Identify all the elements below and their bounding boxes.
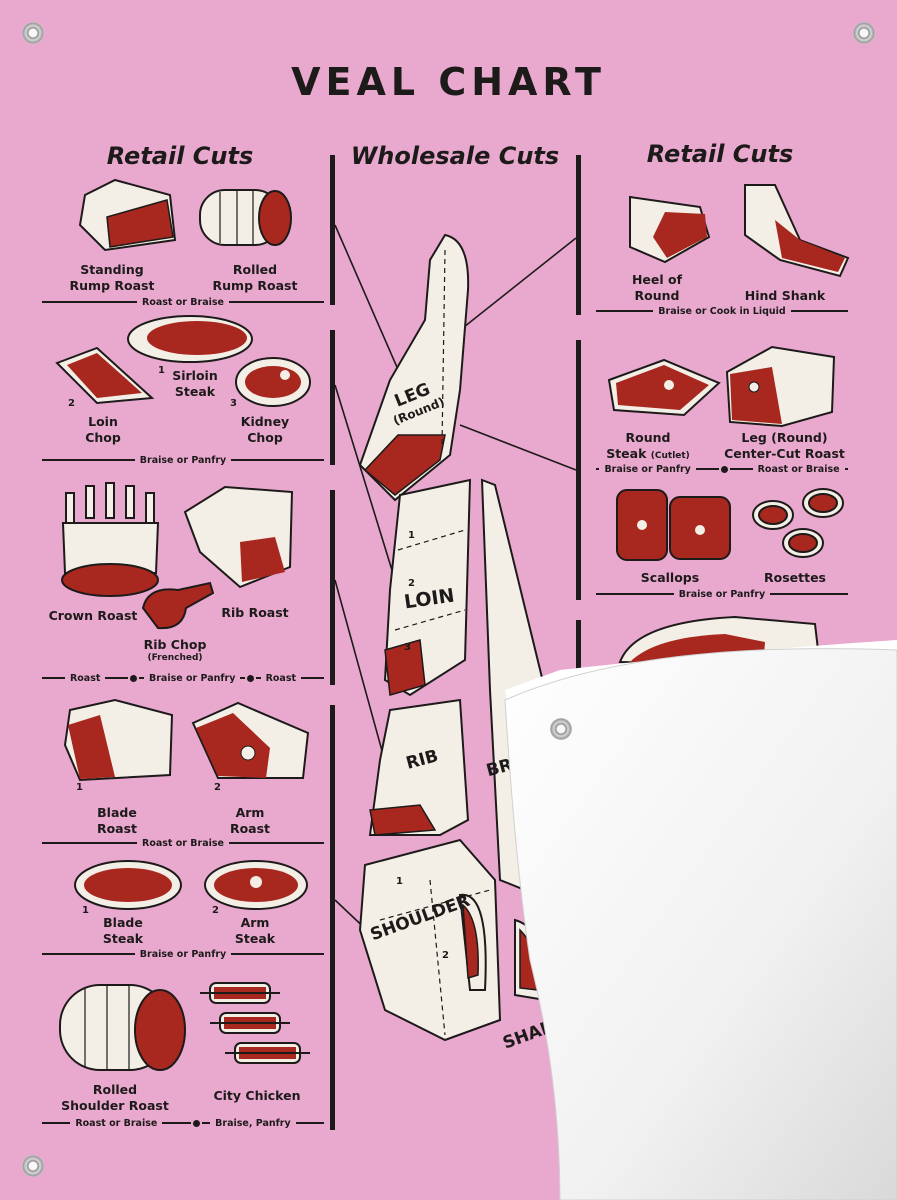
- rolled-rump-roast-illustration: [199, 189, 292, 246]
- number-blade-roast: 1: [76, 782, 83, 793]
- cut-round-steak: Round Steak (Cutlet): [583, 430, 713, 462]
- cut-heel-of-round: Heel of Round: [631, 272, 683, 303]
- cut-rosettes: Rosettes: [764, 570, 826, 585]
- divider-left-4: [330, 705, 335, 1130]
- blade-steak-illustration: [74, 860, 182, 910]
- cooking-method-final: Roast or Braise Braise, Panfry: [42, 1115, 324, 1131]
- round-steak-illustration: [607, 358, 721, 417]
- method-text: Roast or Braise: [75, 1117, 158, 1129]
- cooking-method-scallops: Braise or Panfry: [596, 586, 849, 602]
- cooking-method-rib: Roast Braise or Panfry Roast: [42, 670, 325, 686]
- number-loin-2: 2: [408, 578, 415, 589]
- divider-right-1: [576, 155, 581, 315]
- cut-rolled-shoulder-roast: Rolled Shoulder Roast: [61, 1082, 169, 1113]
- number-shoulder-2: 2: [442, 950, 449, 961]
- cut-rib-chop: Rib Chop (Frenched): [110, 637, 240, 664]
- scallops-illustration: [616, 489, 731, 561]
- rib-chop-sub: (Frenched): [147, 652, 203, 663]
- cut-city-chicken: City Chicken: [213, 1088, 301, 1103]
- grommet-bottom-left: [22, 1155, 44, 1177]
- cut-sirloin-steak: Sirloin Steak: [172, 368, 218, 399]
- cut-crown-roast: Crown Roast: [48, 608, 138, 623]
- cooking-method-rump: Roast or Braise: [42, 294, 324, 310]
- number-sirloin: 1: [158, 365, 165, 376]
- method-text: Braise, Panfry: [215, 1117, 291, 1129]
- method-text: Roast: [265, 672, 297, 684]
- method-text: Braise or Panfry: [139, 948, 227, 960]
- divider-left-1: [330, 155, 335, 305]
- rosettes-illustration: [752, 488, 844, 558]
- cut-blade-steak: Blade Steak: [102, 915, 144, 946]
- cut-arm-steak: Arm Steak: [234, 915, 276, 946]
- divider-right-3: [576, 620, 581, 680]
- number-arm-roast: 2: [214, 782, 221, 793]
- standing-rump-roast-illustration: [78, 178, 177, 252]
- cut-standing-rump-roast: Standing Rump Roast: [69, 262, 155, 293]
- cut-rib-roast: Rib Roast: [221, 605, 289, 620]
- round-steak-sub: (Cutlet): [650, 450, 690, 461]
- cut-hind-shank: Hind Shank: [744, 288, 826, 303]
- cut-rolled-rump-roast: Rolled Rump Roast: [212, 262, 298, 293]
- grommet-top-left: [22, 22, 44, 44]
- arm-steak-illustration: [204, 860, 308, 910]
- blade-roast-illustration: [63, 698, 174, 782]
- round-steak-label: Round Steak: [606, 430, 671, 461]
- arm-roast-illustration: [191, 701, 310, 779]
- loin-chop-illustration: [55, 346, 155, 405]
- number-loin-1: 1: [408, 530, 415, 541]
- sirloin-steak-illustration: [127, 315, 253, 363]
- divider-right-2: [576, 340, 581, 600]
- rib-roast-illustration: [183, 485, 294, 589]
- method-text: Roast or Braise: [142, 296, 224, 308]
- grommet-curl: [550, 718, 572, 740]
- number-kidney-chop: 3: [230, 398, 237, 409]
- cooking-method-loin: Braise or Panfry: [42, 452, 325, 468]
- method-text: Braise or Panfry: [604, 463, 691, 475]
- header-retail-right: Retail Cuts: [646, 140, 794, 168]
- cut-arm-roast: Arm Roast: [229, 805, 271, 836]
- kidney-chop-illustration: [235, 357, 311, 407]
- number-blade-steak: 1: [82, 905, 89, 916]
- city-chicken-illustration: [200, 982, 310, 1064]
- cooking-method-round: Braise or Panfry Roast or Braise: [596, 461, 849, 477]
- method-text: Braise or Panfry: [139, 454, 227, 466]
- method-text: Roast or Braise: [142, 837, 224, 849]
- divider-left-2: [330, 330, 335, 465]
- cut-loin-chop: Loin Chop: [85, 414, 121, 445]
- number-loin-3: 3: [404, 642, 411, 653]
- number-shoulder-1: 1: [396, 876, 403, 887]
- method-text: Braise or Panfry: [678, 588, 766, 600]
- leg-center-cut-roast-illustration: [725, 345, 836, 428]
- method-text: Braise or Cook in Liquid: [658, 305, 786, 317]
- hind-shank-illustration: [744, 184, 850, 278]
- cooking-method-heel: Braise or Cook in Liquid: [596, 303, 848, 319]
- divider-left-3: [330, 490, 335, 685]
- header-retail-left: Retail Cuts: [106, 142, 254, 170]
- cut-scallops: Scallops: [640, 570, 700, 585]
- cooking-method-shoulder-roast: Roast or Braise: [42, 835, 324, 851]
- method-text: Roast or Braise: [757, 463, 840, 475]
- rolled-shoulder-roast-illustration: [59, 984, 186, 1071]
- number-loin-chop: 2: [68, 398, 75, 409]
- cut-blade-roast: Blade Roast: [96, 805, 138, 836]
- heel-of-round-illustration: [629, 195, 711, 264]
- page-title: VEAL CHART: [291, 60, 606, 104]
- method-text: Roast: [69, 672, 101, 684]
- rib-chop-illustration: [141, 581, 215, 630]
- grommet-top-right: [853, 22, 875, 44]
- cut-leg-center-cut-roast: Leg (Round) Center-Cut Roast: [724, 430, 845, 461]
- cut-kidney-chop: Kidney Chop: [240, 414, 290, 445]
- method-text: Braise or Panfry: [148, 672, 236, 684]
- rib-chop-label: Rib Chop: [143, 637, 207, 652]
- cooking-method-shoulder-steak: Braise or Panfry: [42, 946, 325, 962]
- crown-roast-illustration: [61, 482, 160, 597]
- header-wholesale: Wholesale Cuts: [350, 142, 560, 170]
- number-arm-steak: 2: [212, 905, 219, 916]
